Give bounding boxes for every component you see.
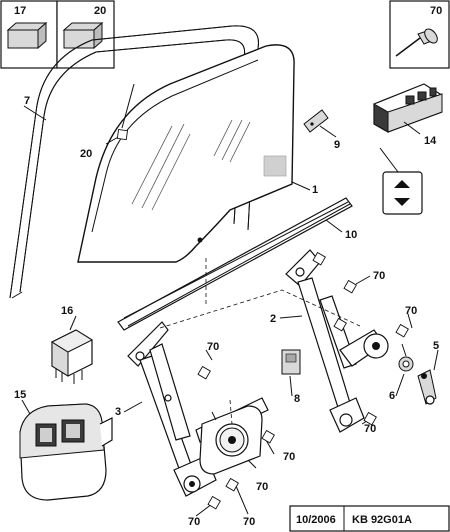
callout-70-d: 70 bbox=[364, 423, 376, 435]
pad-icon bbox=[6, 21, 48, 50]
callout-14: 14 bbox=[424, 135, 437, 147]
footer-ref: KB 92G01A bbox=[352, 514, 412, 526]
callout-70-b: 70 bbox=[405, 305, 417, 317]
callout-70-h: 70 bbox=[188, 516, 200, 528]
callout-70-box: 70 bbox=[430, 5, 442, 17]
rivet-tags bbox=[116, 128, 409, 510]
callout-16: 16 bbox=[61, 305, 73, 317]
switch-panel-15 bbox=[19, 403, 113, 501]
callout-6: 6 bbox=[389, 390, 395, 402]
window-switch-icon bbox=[379, 147, 423, 215]
callout-5: 5 bbox=[433, 340, 439, 352]
callout-15: 15 bbox=[14, 389, 26, 401]
callout-9: 9 bbox=[334, 139, 340, 151]
spacer-6 bbox=[398, 356, 414, 372]
callout-7: 7 bbox=[24, 95, 30, 107]
callout-70-f: 70 bbox=[256, 481, 268, 493]
relay-16 bbox=[50, 329, 94, 384]
regulator-right bbox=[285, 249, 389, 433]
callout-2: 2 bbox=[270, 313, 276, 325]
pad-icon bbox=[62, 21, 104, 50]
callout-70-c: 70 bbox=[207, 341, 219, 353]
connector-14 bbox=[373, 83, 443, 133]
motor-left bbox=[199, 405, 263, 475]
callout-20: 20 bbox=[80, 148, 92, 160]
clip-8 bbox=[281, 349, 301, 375]
footer-date: 10/2006 bbox=[296, 514, 336, 526]
callout-10: 10 bbox=[345, 229, 357, 241]
kit-box-70: 70 bbox=[389, 0, 450, 69]
callout-70-g: 70 bbox=[243, 516, 255, 528]
callout-17: 17 bbox=[14, 5, 26, 17]
kit-box-20: 20 bbox=[56, 0, 115, 69]
bracket-9 bbox=[303, 109, 329, 133]
glass-channel bbox=[117, 197, 353, 331]
callout-70-a: 70 bbox=[373, 270, 385, 282]
callout-3: 3 bbox=[115, 406, 121, 418]
window-seal bbox=[9, 25, 259, 299]
glass-sticker bbox=[263, 155, 287, 177]
callout-70-e: 70 bbox=[283, 451, 295, 463]
kit-box-17: 17 bbox=[0, 0, 58, 69]
callout-8: 8 bbox=[294, 393, 300, 405]
callout-1: 1 bbox=[312, 184, 318, 196]
window-handle-5 bbox=[417, 369, 437, 405]
footer-reference: 10/2006 KB 92G01A bbox=[289, 505, 450, 532]
rivet-icon bbox=[395, 28, 438, 57]
callout-20-box: 20 bbox=[94, 5, 106, 17]
door-glass bbox=[77, 44, 295, 263]
